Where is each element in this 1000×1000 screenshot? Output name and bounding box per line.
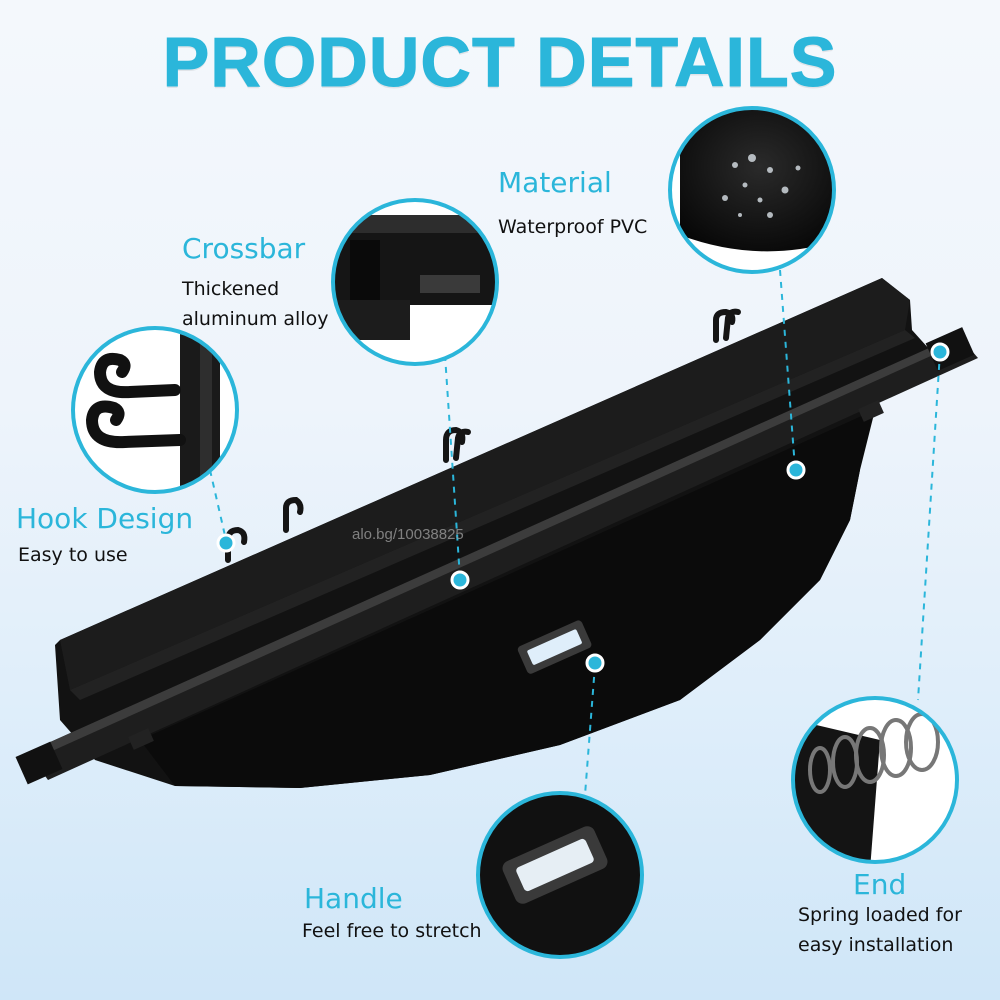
crossbar-desc-line2: aluminum alloy <box>182 308 329 330</box>
end-desc-line2: easy installation <box>798 934 954 956</box>
material-desc: Waterproof PVC <box>498 216 648 238</box>
hook-detail-circle <box>71 326 239 494</box>
hook-design-label: Hook Design <box>16 502 194 535</box>
handle-detail-circle <box>476 791 644 959</box>
crossbar-desc-line1: Thickened <box>182 278 280 300</box>
leader-lines <box>209 269 941 796</box>
handle-desc: Feel free to stretch <box>302 920 482 942</box>
material-label: Material <box>498 166 612 199</box>
watermark: alo.bg/10038825 <box>352 526 464 543</box>
crossbar-detail-circle <box>331 198 499 366</box>
end-detail-circle <box>791 696 959 864</box>
crossbar-label: Crossbar <box>182 232 306 265</box>
end-desc-line1: Spring loaded for <box>798 904 962 926</box>
page-title: PRODUCT DETAILS <box>162 23 838 102</box>
hook-design-desc: Easy to use <box>18 544 128 566</box>
end-label: End <box>853 868 907 901</box>
handle-label: Handle <box>304 882 403 915</box>
material-detail-circle <box>668 106 836 274</box>
leader-dots <box>216 342 950 673</box>
